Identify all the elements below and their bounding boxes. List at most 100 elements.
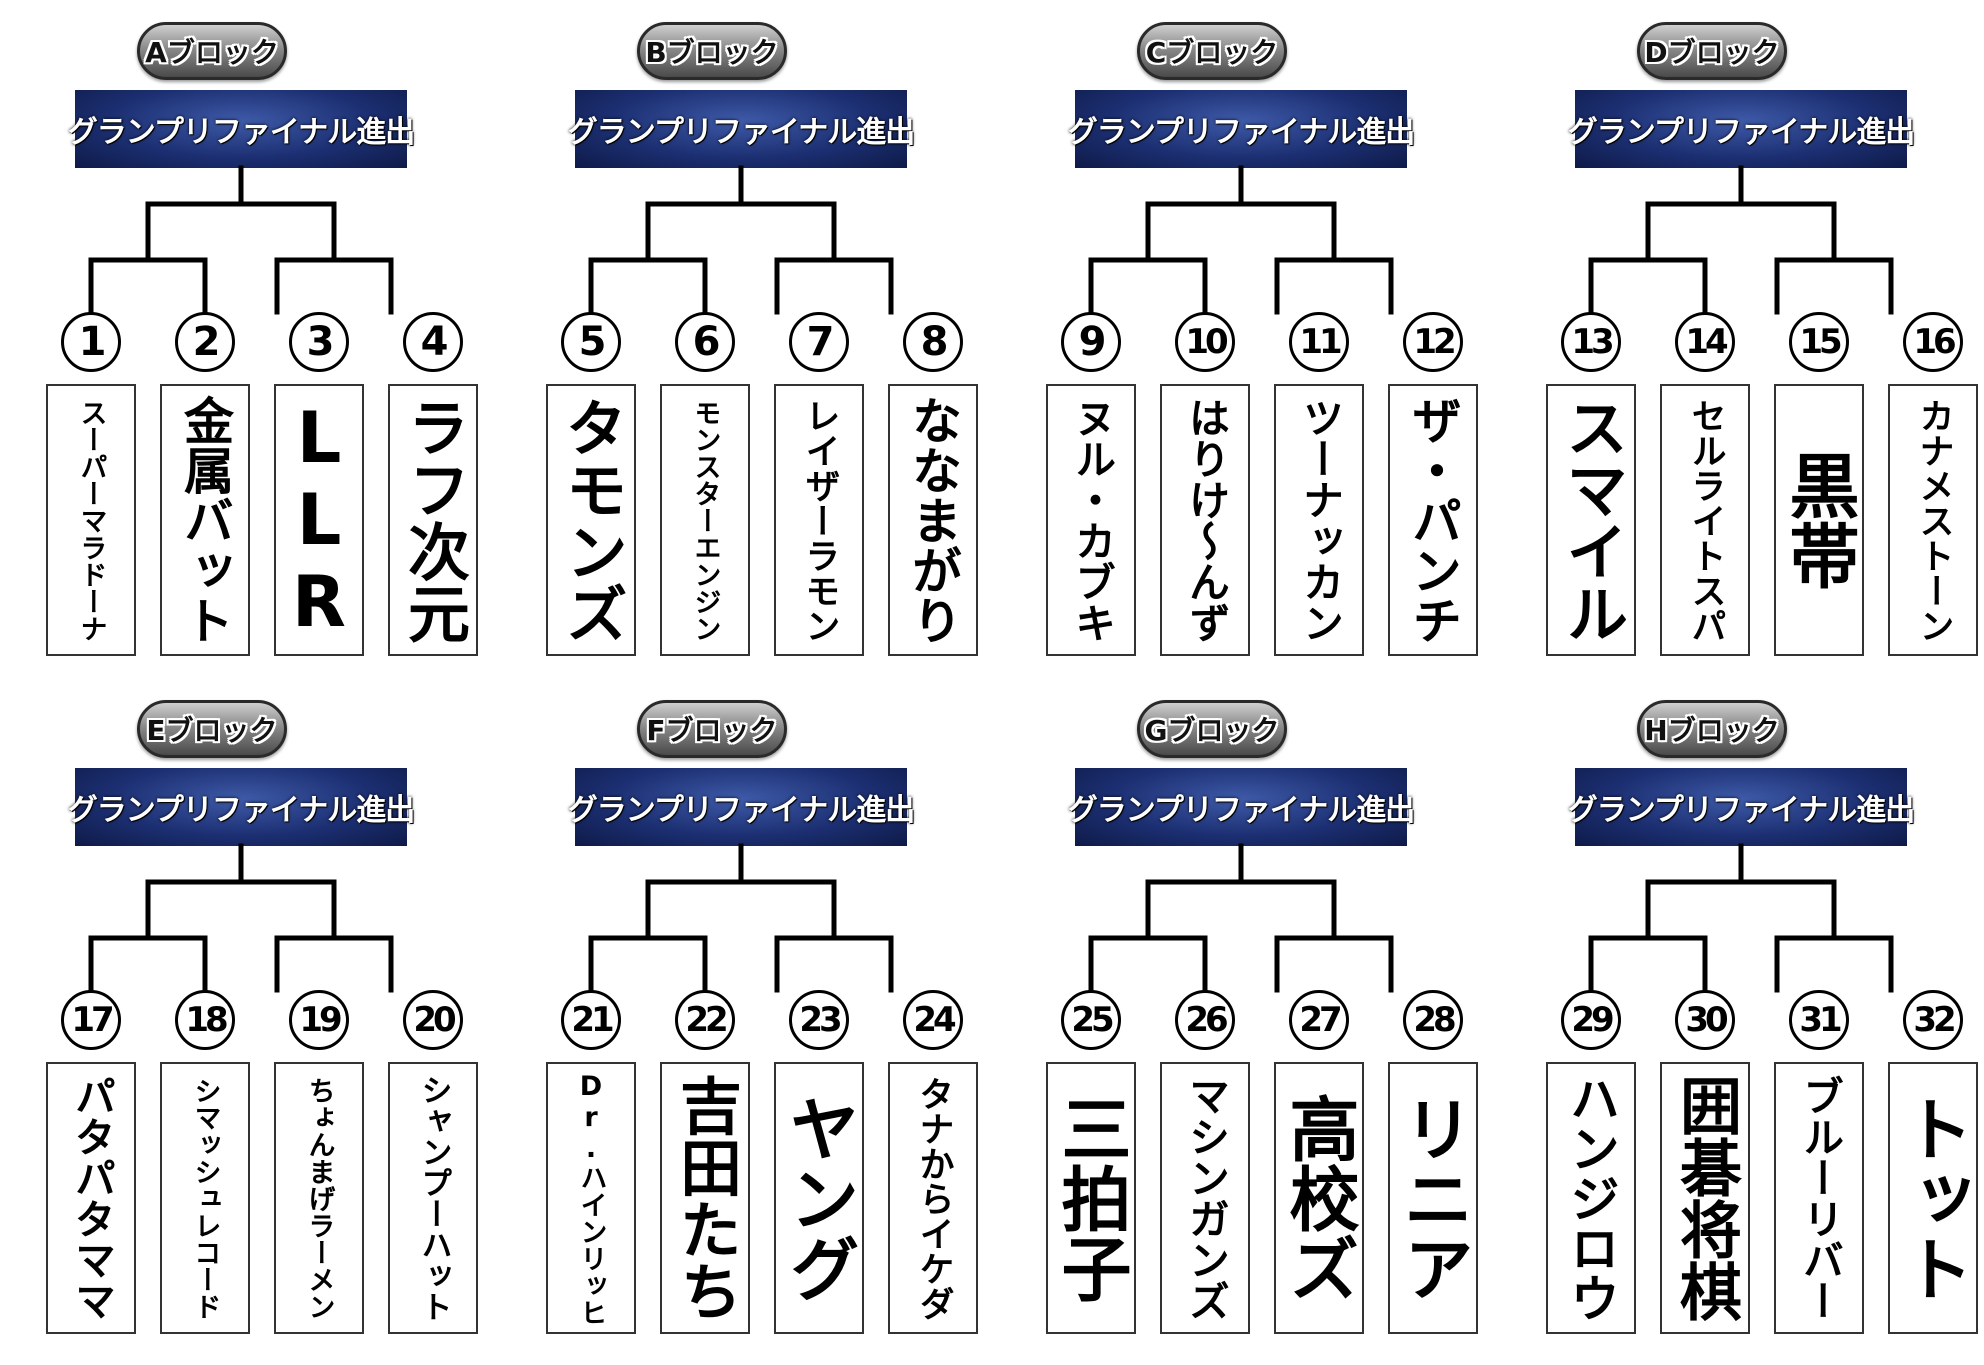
entry-number: 28 — [1403, 990, 1463, 1050]
entry-name-card: ヌル・カブキ — [1046, 384, 1136, 656]
block-label: Eブロック — [146, 714, 278, 747]
final-advance-banner: グランプリファイナル進出 — [568, 90, 915, 168]
entry-name-card: マシンガンズ — [1160, 1062, 1250, 1334]
bracket-lines — [88, 165, 394, 315]
entry-name: 吉田たち — [669, 1074, 742, 1322]
entry-name-card: 囲碁将棋 — [1660, 1062, 1750, 1334]
entry-name: 高校ズ — [1278, 1093, 1360, 1303]
entry-number: 30 — [1675, 990, 1735, 1050]
entry-name: マシンガンズ — [1181, 1075, 1230, 1321]
entry-name-card: ザ・パンチ — [1388, 384, 1478, 656]
entry-name: シマッシュレコード — [189, 1076, 221, 1320]
entry-name: タモンズ — [555, 396, 628, 644]
entry-name-card: ヤング — [774, 1062, 864, 1334]
entry-number: 15 — [1789, 312, 1849, 372]
entry-name-card: モンスターエンジン — [660, 384, 750, 656]
entry-name-card: 黒帯 — [1774, 384, 1864, 656]
final-advance-banner: グランプリファイナル進出 — [1068, 768, 1415, 846]
entry-name-card: パタパタママ — [46, 1062, 136, 1334]
entry-name: 黒帯 — [1778, 450, 1860, 590]
entry-name: ヤング — [778, 1093, 860, 1303]
entry-number: 24 — [903, 990, 963, 1050]
entry-name-card: タモンズ — [546, 384, 636, 656]
entry-name-card: スマイル — [1546, 384, 1636, 656]
block-label-badge: Hブロック — [1637, 700, 1787, 758]
final-advance-banner: グランプリファイナル進出 — [568, 768, 915, 846]
entry-number: 11 — [1289, 312, 1349, 372]
entry-number: 8 — [903, 312, 963, 372]
entry-number: 9 — [1061, 312, 1121, 372]
entry-number: 4 — [403, 312, 463, 372]
entry-name-card: 高校ズ — [1274, 1062, 1364, 1334]
entry-number: 6 — [675, 312, 735, 372]
block-label-badge: Cブロック — [1137, 22, 1287, 80]
entry-name: ヌル・カブキ — [1067, 397, 1116, 643]
bracket-lines — [88, 843, 394, 993]
entry-number: 29 — [1561, 990, 1621, 1050]
block-label: Aブロック — [145, 36, 279, 69]
final-advance-banner: グランプリファイナル進出 — [1568, 768, 1915, 846]
bracket-lines — [1588, 165, 1894, 315]
entry-name-card: Dr.ハインリッヒ — [546, 1062, 636, 1334]
entry-number: 27 — [1289, 990, 1349, 1050]
entry-number: 12 — [1403, 312, 1463, 372]
entry-name: 囲碁将棋 — [1669, 1074, 1742, 1322]
bracket-lines — [1588, 843, 1894, 993]
entry-name: 金属バット — [176, 395, 234, 645]
block-label: Bブロック — [645, 36, 779, 69]
entry-number: 13 — [1561, 312, 1621, 372]
block-label: Dブロック — [1644, 36, 1780, 69]
entry-name: トット — [1892, 1093, 1974, 1303]
entry-name: ツーナッカン — [1295, 397, 1344, 643]
block-label-badge: Gブロック — [1137, 700, 1287, 758]
entry-number: 1 — [61, 312, 121, 372]
entry-number: 3 — [289, 312, 349, 372]
entry-name-card: レイザーラモン — [774, 384, 864, 656]
entry-name: Dr.ハインリッヒ — [575, 1070, 607, 1326]
entry-name-card: 金属バット — [160, 384, 250, 656]
final-advance-text: グランプリファイナル進出 — [67, 793, 415, 828]
entry-name: モンスターエンジン — [689, 398, 721, 642]
entry-number: 5 — [561, 312, 621, 372]
final-advance-banner: グランプリファイナル進出 — [68, 768, 415, 846]
entry-name: ななまがり — [904, 395, 962, 645]
entry-name-card: スーパーマラドーナ — [46, 384, 136, 656]
block-label-badge: Fブロック — [637, 700, 787, 758]
entry-name: カナメストーン — [1913, 397, 1954, 643]
entry-name-card: タナからイケダ — [888, 1062, 978, 1334]
entry-name: ラフ次元 — [397, 396, 470, 644]
final-advance-text: グランプリファイナル進出 — [567, 793, 915, 828]
entry-number: 31 — [1789, 990, 1849, 1050]
entry-number: 19 — [289, 990, 349, 1050]
entry-name: スマイル — [1555, 396, 1628, 644]
entry-number: 32 — [1903, 990, 1963, 1050]
entry-name: 三拍子 — [1050, 1093, 1132, 1303]
entry-number: 22 — [675, 990, 735, 1050]
entry-name: ちょんまげラーメン — [303, 1076, 335, 1320]
final-advance-banner: グランプリファイナル進出 — [1568, 90, 1915, 168]
entry-number: 25 — [1061, 990, 1121, 1050]
entry-number: 26 — [1175, 990, 1235, 1050]
entry-name-card: ラフ次元 — [388, 384, 478, 656]
final-advance-text: グランプリファイナル進出 — [67, 115, 415, 150]
entry-number: 21 — [561, 990, 621, 1050]
entry-name-card: シマッシュレコード — [160, 1062, 250, 1334]
entry-name-card: カナメストーン — [1888, 384, 1978, 656]
final-advance-banner: グランプリファイナル進出 — [68, 90, 415, 168]
final-advance-text: グランプリファイナル進出 — [1567, 115, 1915, 150]
entry-name: レイザーラモン — [799, 397, 840, 643]
final-advance-text: グランプリファイナル進出 — [1067, 115, 1415, 150]
entry-name: シャンプーハット — [415, 1074, 452, 1322]
bracket-lines — [1088, 165, 1394, 315]
entry-number: 10 — [1175, 312, 1235, 372]
entry-name-card: トット — [1888, 1062, 1978, 1334]
entry-name-card: 三拍子 — [1046, 1062, 1136, 1334]
bracket-lines — [1088, 843, 1394, 993]
entry-name: ハンジロウ — [1562, 1073, 1620, 1323]
